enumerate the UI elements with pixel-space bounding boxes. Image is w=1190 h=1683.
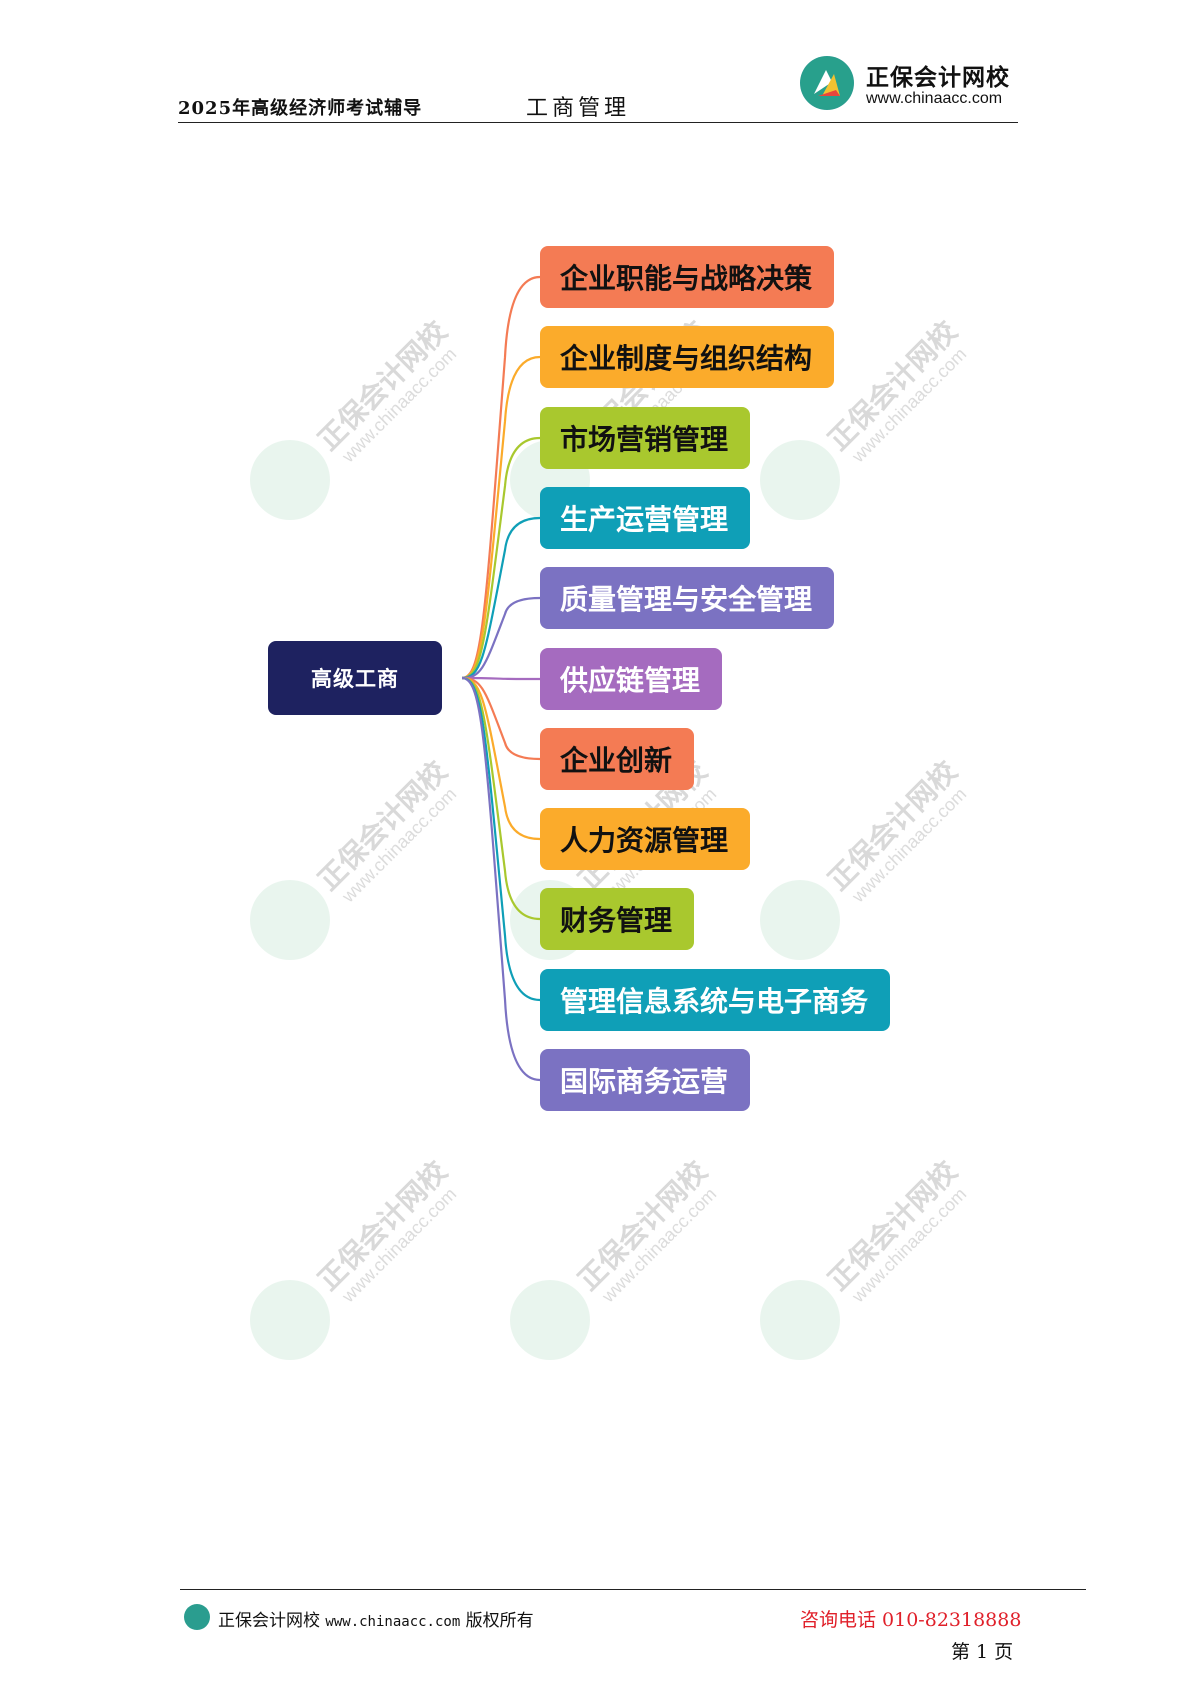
mindmap-connector bbox=[461, 355, 541, 680]
mindmap-connector bbox=[461, 516, 541, 680]
footer-divider bbox=[180, 1589, 1086, 1590]
mindmap-branch[interactable]: 财务管理 bbox=[540, 888, 694, 950]
logo-name: 正保会计网校 bbox=[866, 65, 1010, 91]
watermark-logo-icon bbox=[760, 1280, 840, 1360]
watermark-logo-icon bbox=[760, 440, 840, 520]
mindmap-connector bbox=[461, 676, 541, 1082]
page-number: 第 1 页 bbox=[951, 1641, 1014, 1663]
mindmap-root[interactable]: 高级工商 bbox=[268, 641, 442, 715]
page-header: 2025年高级经济师考试辅导 工商管理 正保会计网校 www.chinaacc.… bbox=[178, 52, 1018, 124]
mindmap-connector bbox=[461, 676, 541, 681]
watermark-logo-icon bbox=[250, 440, 330, 520]
header-divider bbox=[178, 122, 1018, 123]
mindmap-branch[interactable]: 生产运营管理 bbox=[540, 487, 750, 549]
mindmap-connector bbox=[461, 676, 541, 761]
footer-phone: 咨询电话 010-82318888 bbox=[800, 1609, 1022, 1631]
footer-site[interactable]: www.chinaacc.com bbox=[325, 1614, 461, 1630]
mindmap-connector bbox=[461, 676, 541, 841]
footer-logo-icon bbox=[184, 1604, 210, 1630]
chinaacc-logo-icon bbox=[800, 56, 854, 110]
mindmap-branch[interactable]: 国际商务运营 bbox=[540, 1049, 750, 1111]
brand-logo[interactable]: 正保会计网校 www.chinaacc.com bbox=[800, 54, 1018, 114]
watermark-logo-icon bbox=[250, 1280, 330, 1360]
watermark-logo-icon bbox=[760, 880, 840, 960]
logo-url: www.chinaacc.com bbox=[866, 90, 1003, 107]
mindmap-connector bbox=[461, 275, 541, 680]
mindmap-branch[interactable]: 人力资源管理 bbox=[540, 808, 750, 870]
mindmap-branch[interactable]: 管理信息系统与电子商务 bbox=[540, 969, 890, 1031]
watermark-logo-icon bbox=[510, 1280, 590, 1360]
mindmap-branch[interactable]: 企业职能与战略决策 bbox=[540, 246, 834, 308]
footer-rights: 版权所有 bbox=[465, 1611, 534, 1631]
mindmap-branch[interactable]: 市场营销管理 bbox=[540, 407, 750, 469]
mindmap-connector bbox=[461, 436, 541, 680]
subject-title: 工商管理 bbox=[526, 96, 631, 121]
exam-title: 2025年高级经济师考试辅导 bbox=[178, 98, 423, 119]
mindmap-branch[interactable]: 供应链管理 bbox=[540, 648, 722, 710]
mindmap-connector bbox=[461, 596, 541, 680]
mindmap-branch[interactable]: 企业创新 bbox=[540, 728, 694, 790]
footer-copyright: 正保会计网校 www.chinaacc.com 版权所有 bbox=[218, 1606, 534, 1631]
watermark-logo-icon bbox=[250, 880, 330, 960]
mindmap-branch[interactable]: 质量管理与安全管理 bbox=[540, 567, 834, 629]
footer-org: 正保会计网校 bbox=[218, 1611, 320, 1631]
mindmap-branch[interactable]: 企业制度与组织结构 bbox=[540, 326, 834, 388]
